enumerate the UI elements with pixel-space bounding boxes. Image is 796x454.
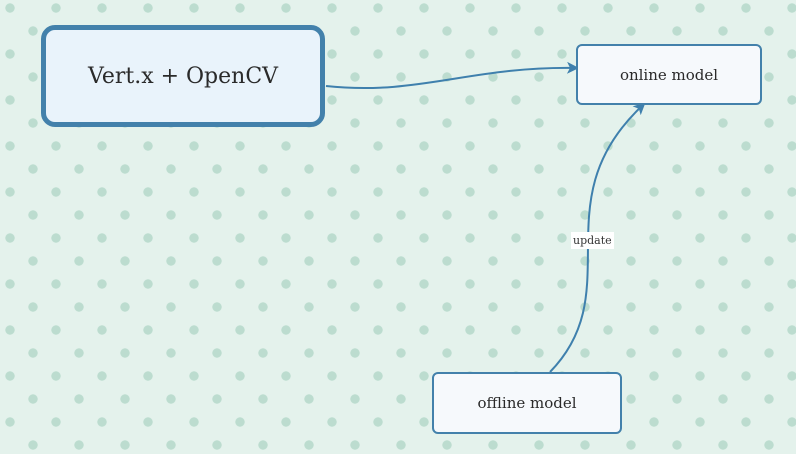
node-vertx-opencv-label: Vert.x + OpenCV [87,63,279,89]
node-vertx-opencv[interactable]: Vert.x + OpenCV [41,25,325,127]
edge-main-to-online [325,61,579,89]
node-online-model[interactable]: online model [576,44,762,105]
edge-label-update: update [571,232,614,249]
node-online-model-label: online model [619,65,719,84]
node-offline-model-label: offline model [477,394,577,412]
node-offline-model[interactable]: offline model [432,372,622,434]
